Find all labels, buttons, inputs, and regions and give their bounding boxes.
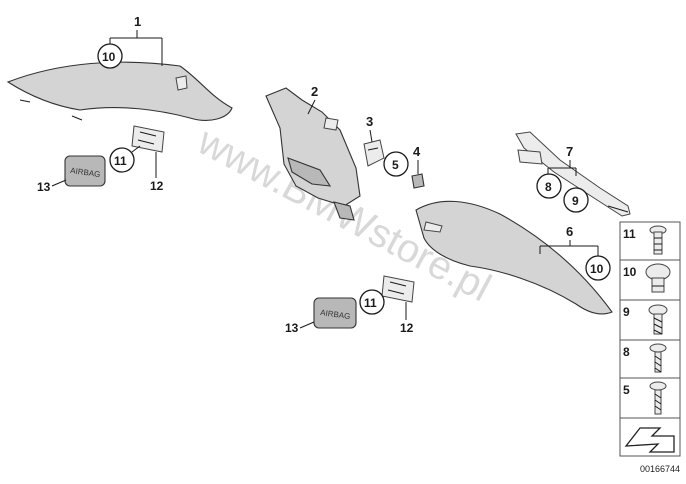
- fastener-11-clip-icon: [649, 225, 667, 255]
- callout-2: 2: [311, 84, 318, 99]
- callout-10-right: 10: [590, 262, 604, 276]
- callout-11-mid: 11: [364, 296, 377, 310]
- fastener-label-5: 5: [623, 383, 630, 397]
- callout-5: 5: [392, 158, 399, 172]
- fastener-label-8: 8: [623, 345, 630, 359]
- fastener-label-9: 9: [623, 305, 630, 319]
- callout-12-left: 12: [150, 179, 164, 193]
- airbag-badge-left: AIRBAG: [64, 155, 106, 187]
- airbag-badge-middle-text: AIRBAG: [320, 308, 351, 321]
- callout-9-circle: [563, 187, 589, 213]
- fastener-label-10: 10: [623, 265, 637, 279]
- fastener-label-11: 11: [623, 227, 636, 241]
- callout-13-left: 13: [37, 180, 51, 194]
- callout-10-right-circle: [585, 255, 611, 281]
- image-number: 00166744: [640, 464, 680, 474]
- part-12-clip-middle: [381, 275, 415, 303]
- part-6-pillar-trim: [415, 200, 613, 315]
- airbag-badge-left-text: AIRBAG: [70, 166, 101, 179]
- callout-7: 7: [566, 144, 573, 159]
- callout-13-mid: 13: [285, 321, 299, 335]
- callout-3: 3: [366, 114, 373, 129]
- callout-4: 4: [413, 144, 421, 159]
- arrow-icon: [624, 427, 675, 453]
- fastener-5-screw-icon: [649, 381, 667, 415]
- fastener-panel: 11 10 9 8 5: [619, 221, 681, 457]
- airbag-badge-middle: AIRBAG: [313, 297, 357, 329]
- callout-8-circle: [536, 173, 562, 199]
- callout-10-top: 10: [102, 50, 116, 64]
- callout-9: 9: [572, 194, 579, 208]
- callout-8: 8: [545, 180, 552, 194]
- fastener-10-rivet-icon: [645, 263, 671, 293]
- part-7-bracket: [515, 131, 631, 217]
- callout-6: 6: [566, 224, 573, 239]
- callout-1: 1: [134, 14, 141, 29]
- fastener-9-screw-icon: [648, 304, 668, 335]
- part-3-clip: [363, 139, 385, 167]
- callout-11-left-circle: [109, 147, 135, 173]
- part-1-pillar-trim: [6, 61, 233, 153]
- callout-11-mid-circle: [359, 289, 385, 315]
- part-2-center-trim: [265, 87, 361, 221]
- callout-12-mid: 12: [400, 321, 414, 335]
- fastener-8-screw-icon: [649, 343, 667, 373]
- callout-5-circle: [383, 151, 409, 177]
- callout-10-top-circle: [97, 43, 123, 69]
- part-4-plug: [411, 173, 425, 189]
- callout-11-left: 11: [114, 154, 127, 168]
